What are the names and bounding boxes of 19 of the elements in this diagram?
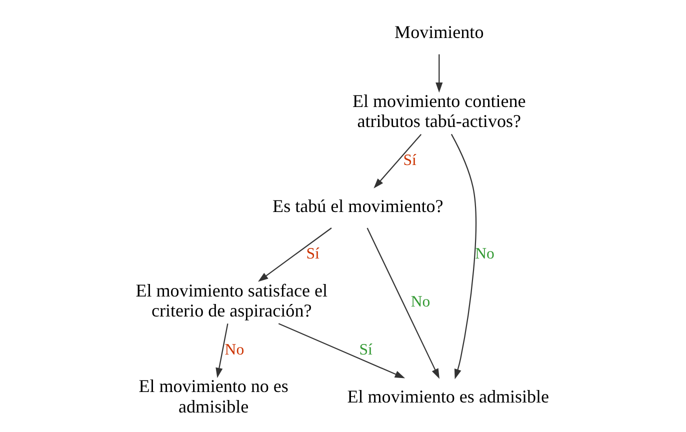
arrow bbox=[366, 227, 440, 378]
edge-label: No bbox=[410, 292, 430, 310]
node-text: El movimiento es admisible bbox=[347, 386, 550, 406]
arrow bbox=[436, 54, 443, 92]
edge-label: Sí bbox=[403, 151, 416, 168]
node-text: El movimiento no es admisible bbox=[138, 376, 288, 416]
edge-label: No bbox=[475, 244, 494, 262]
edge-label: No bbox=[224, 340, 244, 358]
edge-label: Sí bbox=[359, 340, 372, 358]
arrow bbox=[278, 322, 406, 378]
arrow bbox=[258, 227, 332, 282]
node-text: El movimiento contiene atributos tabú-activos? bbox=[352, 90, 526, 131]
node-text: El movimiento satisface el criterio de aspiración? bbox=[136, 280, 328, 320]
node-text: Es tabú el movimiento? bbox=[272, 195, 444, 216]
arrow bbox=[450, 133, 477, 379]
arrow bbox=[216, 323, 228, 378]
node-text: Movimiento bbox=[394, 22, 484, 42]
arrow bbox=[374, 134, 422, 188]
edge-label: Sí bbox=[306, 244, 320, 262]
